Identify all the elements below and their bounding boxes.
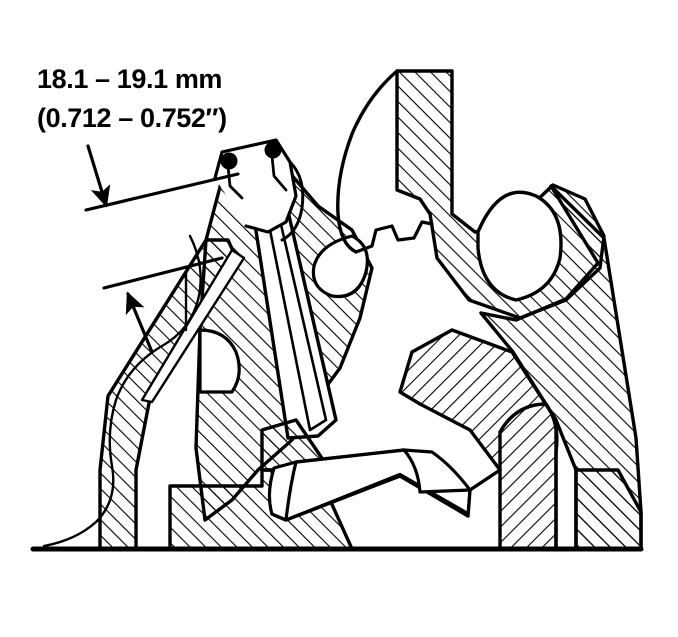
right-lower-cavity xyxy=(468,402,559,551)
break-line-left xyxy=(42,234,202,548)
chamfer-dot-left xyxy=(220,152,238,170)
upper-leader-arrow xyxy=(86,144,111,208)
chamfer-dot-right xyxy=(264,141,282,159)
lower-extension-line xyxy=(102,256,224,290)
cylinder-head-casting xyxy=(479,184,643,551)
drawing-geometry xyxy=(30,69,644,552)
lower-cross-beam xyxy=(267,448,472,522)
intake-port-cavity xyxy=(476,190,563,302)
left-wall-gap-stripe xyxy=(140,248,246,404)
boss-scallop xyxy=(198,328,241,394)
upper-extension-line xyxy=(84,172,240,212)
lower-leader-arrow xyxy=(125,291,154,354)
dimension-metric-label: 18.1 – 19.1 mm xyxy=(37,64,222,94)
dimension-annotation: 18.1 – 19.1 mm (0.712 – 0.752″) xyxy=(37,64,227,133)
port-roof-curve xyxy=(336,69,399,254)
valve-throat-steps xyxy=(354,220,434,254)
dimension-imperial-label: (0.712 – 0.752″) xyxy=(37,103,227,133)
